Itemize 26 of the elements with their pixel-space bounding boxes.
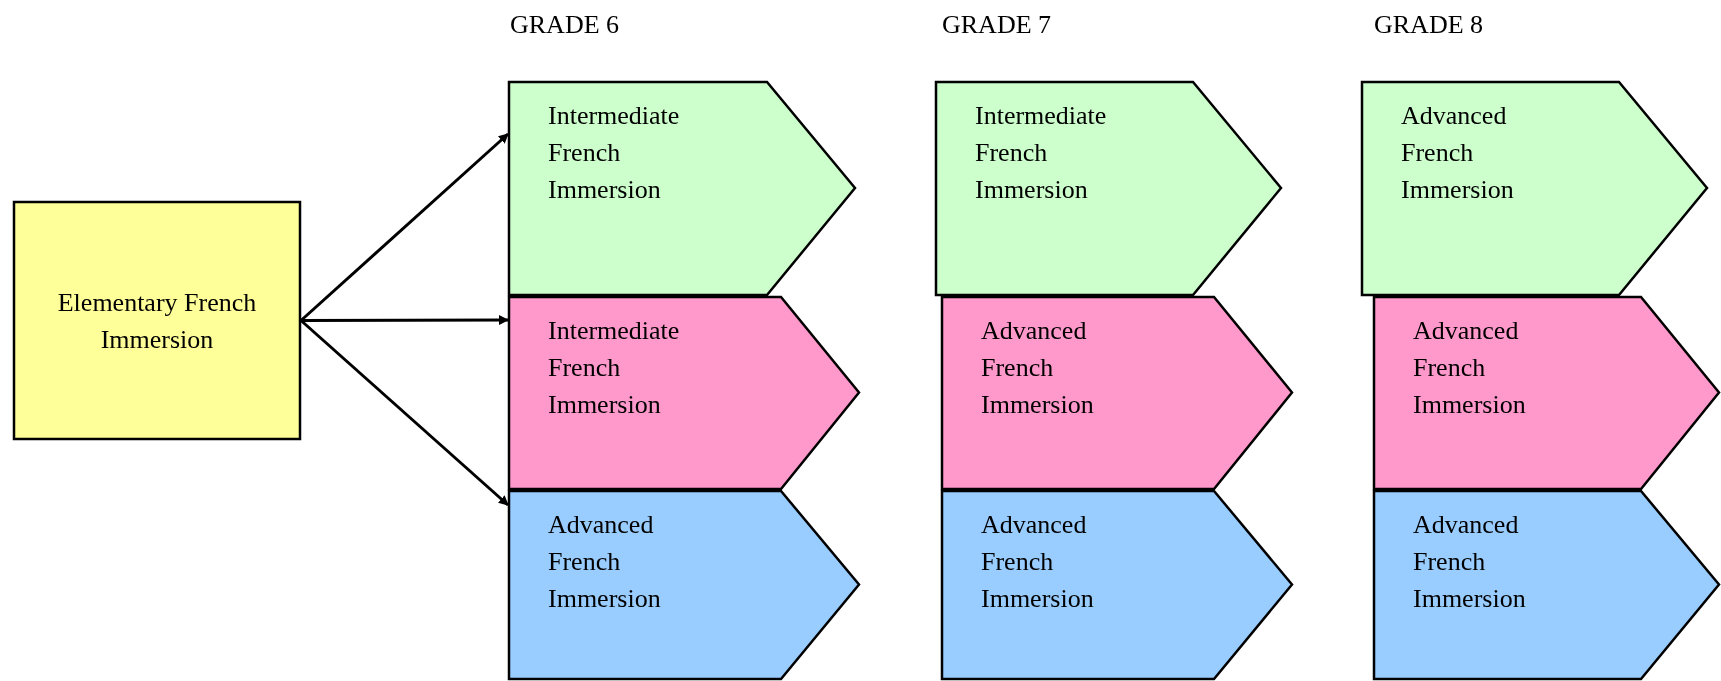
course-label: Intermediate French Immersion — [548, 100, 681, 206]
course-label: Advanced French Immersion — [1413, 315, 1527, 421]
arrow — [300, 132, 509, 322]
chevron-arrow-shape — [508, 296, 860, 490]
chevron-arrow-shape — [1373, 490, 1720, 680]
course-label: Advanced French Immersion — [1413, 509, 1527, 615]
chevron-arrow-shape — [1361, 81, 1708, 296]
process-box — [13, 201, 301, 440]
chevron-arrow-shape — [935, 81, 1282, 296]
grade-heading: GRADE 6 — [510, 10, 620, 40]
chevron-arrow-shape — [508, 490, 860, 680]
course-label: Advanced French Immersion — [548, 509, 662, 615]
course-label: Intermediate French Immersion — [548, 315, 681, 421]
chevron-arrow-shape — [941, 490, 1293, 680]
course-label: Intermediate French Immersion — [975, 100, 1108, 206]
grade-heading: GRADE 7 — [942, 10, 1052, 40]
course-label: Advanced French Immersion — [981, 509, 1095, 615]
chevron-arrow-shape — [941, 296, 1293, 490]
course-label: Advanced French Immersion — [1401, 100, 1515, 206]
course-label: Advanced French Immersion — [981, 315, 1095, 421]
arrow — [300, 319, 509, 507]
grade-heading: GRADE 8 — [1374, 10, 1484, 40]
chevron-arrow-shape — [1373, 296, 1720, 490]
box-label: Elementary French Immersion — [56, 286, 258, 356]
chevron-arrow-shape — [508, 81, 856, 296]
arrow — [301, 315, 509, 325]
